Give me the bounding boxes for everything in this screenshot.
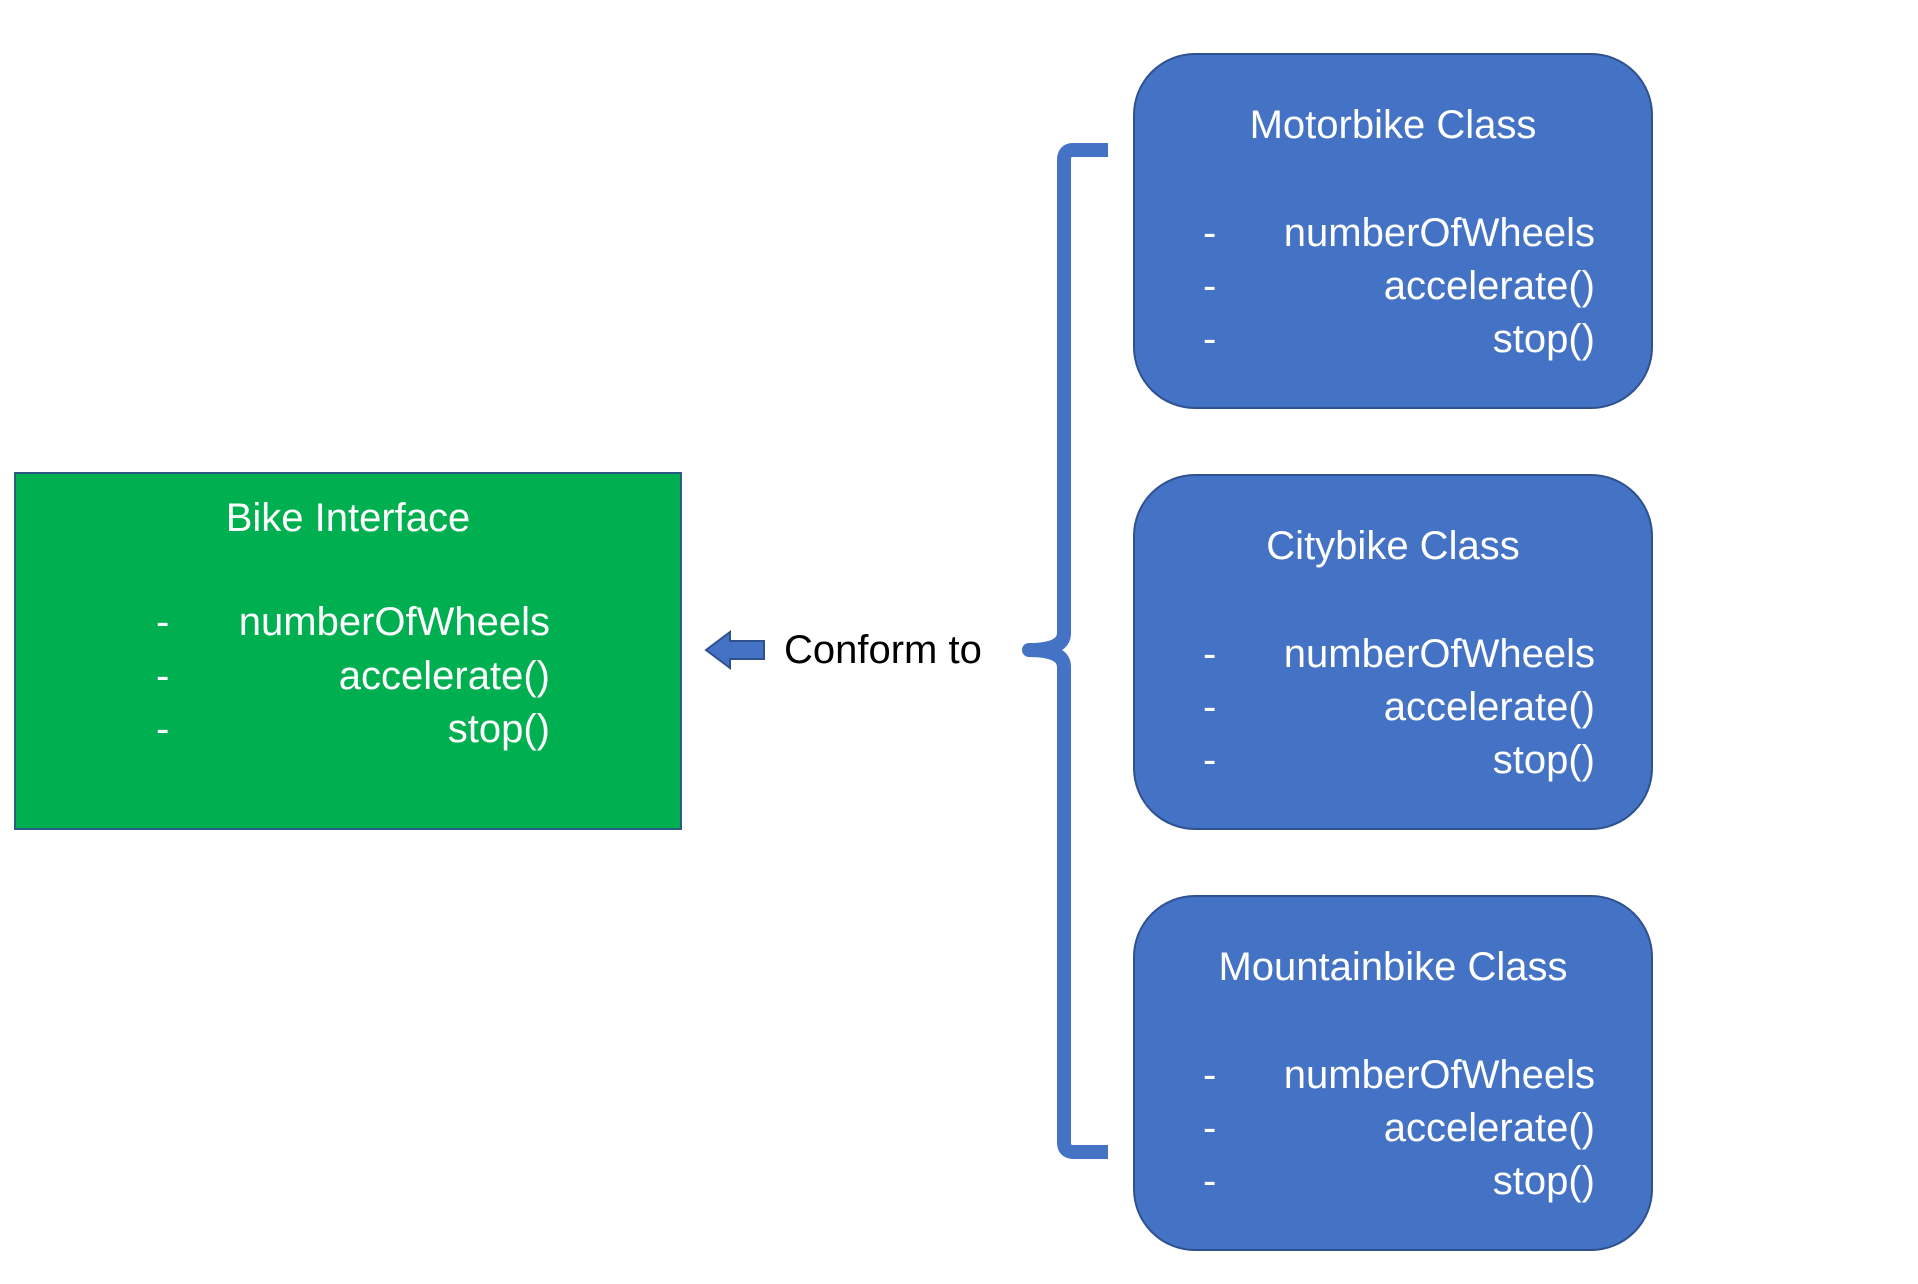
member-bullet: - — [1203, 1053, 1217, 1097]
member-name: accelerate() — [338, 654, 550, 698]
member-bullet: - — [156, 707, 170, 751]
member-name: accelerate() — [1383, 685, 1595, 729]
member-bullet: - — [1203, 264, 1217, 308]
conform-to-label: Conform to — [784, 628, 982, 672]
member-name: numberOfWheels — [238, 600, 550, 644]
member-name: stop() — [1492, 317, 1595, 361]
member-name: stop() — [1492, 738, 1595, 782]
member-name: numberOfWheels — [1283, 632, 1595, 676]
member-bullet: - — [1203, 1159, 1217, 1203]
bike-interface-box: Bike Interface - numberOfWheels - accele… — [14, 472, 682, 830]
member-bullet: - — [156, 600, 170, 644]
mountainbike-class-box: Mountainbike Class - numberOfWheels - ac… — [1133, 895, 1653, 1251]
member-bullet: - — [1203, 1106, 1217, 1150]
member-name: numberOfWheels — [1283, 1053, 1595, 1097]
member-bullet: - — [1203, 317, 1217, 361]
member-name: stop() — [1492, 1159, 1595, 1203]
conform-arrow — [704, 630, 765, 670]
member-bullet: - — [156, 654, 170, 698]
member-name: accelerate() — [1383, 264, 1595, 308]
interface-title: Bike Interface — [225, 496, 471, 540]
grouping-brace — [1022, 143, 1108, 1159]
member-bullet: - — [1203, 685, 1217, 729]
member-bullet: - — [1203, 632, 1217, 676]
member-name: accelerate() — [1383, 1106, 1595, 1150]
member-name: numberOfWheels — [1283, 211, 1595, 255]
member-bullet: - — [1203, 738, 1217, 782]
member-name: stop() — [447, 707, 550, 751]
citybike-class-box: Citybike Class - numberOfWheels - accele… — [1133, 474, 1653, 830]
class-title: Mountainbike Class — [1218, 945, 1568, 989]
motorbike-class-box: Motorbike Class - numberOfWheels - accel… — [1133, 53, 1653, 409]
class-title: Motorbike Class — [1249, 103, 1537, 147]
member-bullet: - — [1203, 211, 1217, 255]
class-title: Citybike Class — [1266, 524, 1520, 568]
